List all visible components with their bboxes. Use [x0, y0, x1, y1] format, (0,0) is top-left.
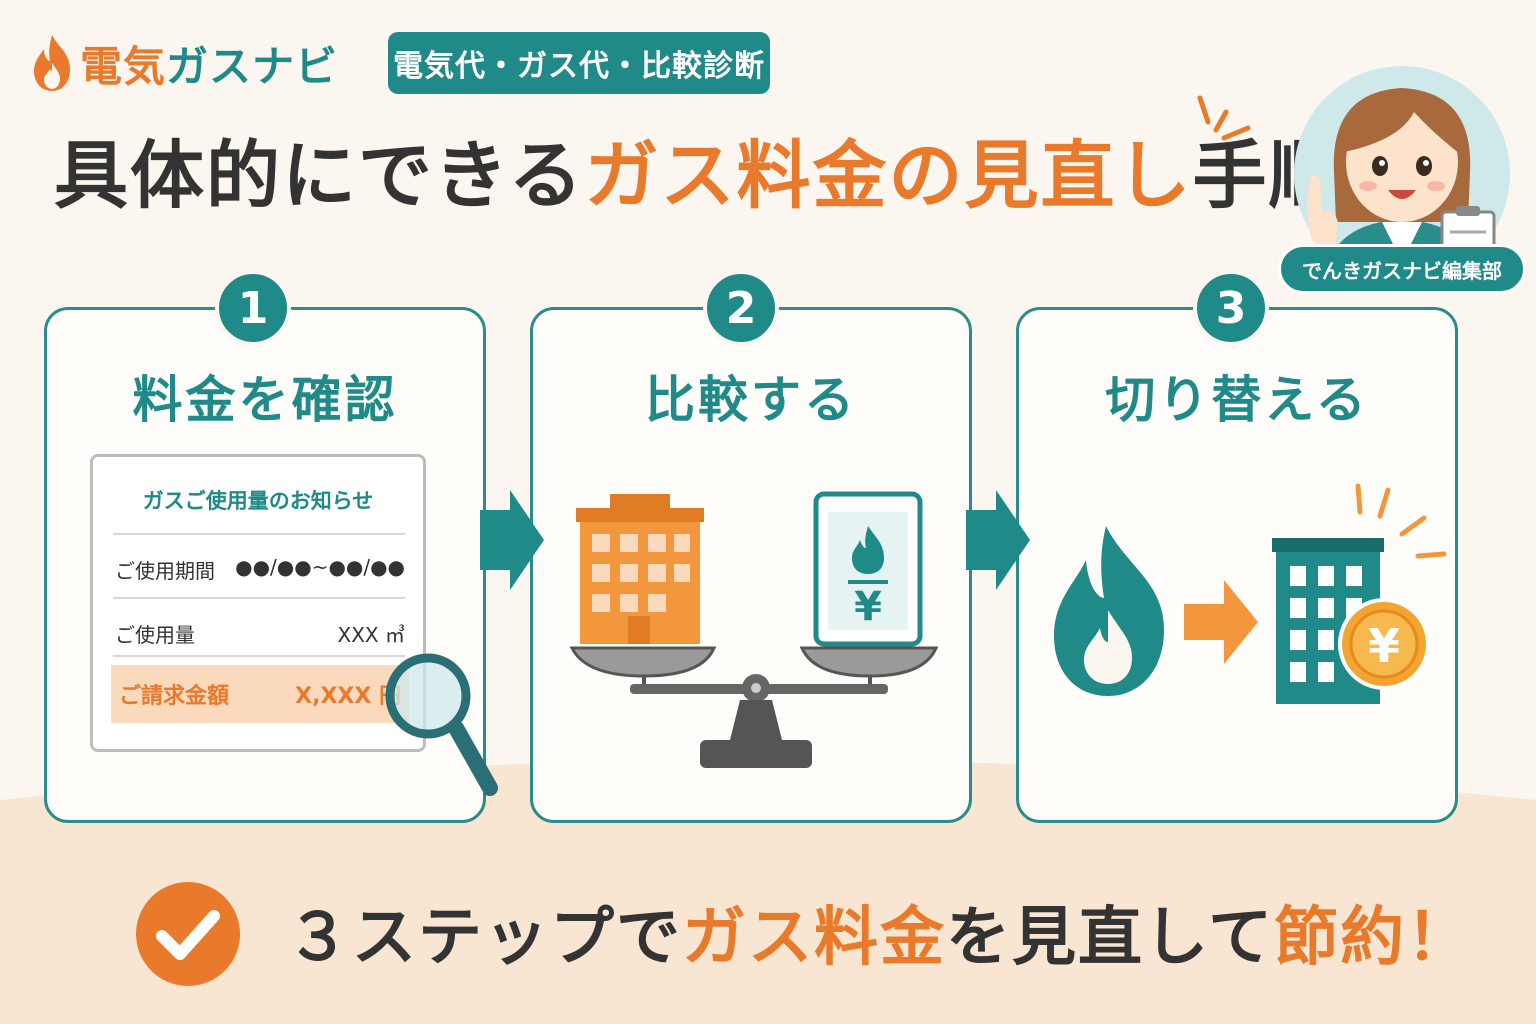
gas-bill-notice: ガスご使用量のお知らせ ご使用期間 ●●/●●~●●/●● ご使用量 XXX ㎥…	[90, 454, 426, 752]
flame-icon	[1054, 526, 1164, 696]
yen-symbol: ¥	[854, 584, 882, 630]
sparkle-lines-icon	[1197, 95, 1251, 141]
comparison-scale-illustration: ¥	[569, 491, 939, 768]
yen-coin-icon: ¥	[1338, 598, 1430, 690]
footer-message: ３ステップでガス料金を見直して節約！	[286, 886, 1472, 978]
step-title-2: 比較する	[645, 371, 857, 429]
bill-divider	[113, 655, 405, 657]
bill-row-value: ●●/●●~●●/●●	[235, 555, 405, 579]
bill-row-usage: ご使用量 XXX ㎥	[115, 619, 405, 648]
arrow-right-icon	[1184, 580, 1258, 664]
bill-title: ガスご使用量のお知らせ	[142, 489, 374, 513]
magnifier-icon	[385, 653, 498, 796]
bill-row-label: ご使用期間	[115, 559, 215, 583]
step-number-1: 1	[215, 270, 291, 346]
next-arrow-icon	[966, 490, 1030, 590]
category-tag: 電気代・ガス代・比較診断	[388, 32, 770, 94]
building-icon	[576, 494, 704, 644]
editor-avatar	[1294, 66, 1510, 282]
bill-row-value: X,XXX 円	[295, 684, 401, 709]
footer-part-accent-2: 節約！	[1274, 901, 1473, 975]
yen-symbol: ¥	[1368, 619, 1400, 673]
logo-text-secondary: ガスナビ	[166, 41, 339, 91]
footer-part-accent-1: ガス料金	[682, 901, 946, 975]
bill-divider	[113, 533, 405, 535]
site-logo[interactable]: 電気ガスナビ	[30, 28, 338, 98]
flame-icon	[34, 35, 70, 91]
checkmark-icon	[136, 882, 240, 986]
bill-row-label: ご使用量	[115, 623, 195, 647]
step-title-3: 切り替える	[1105, 371, 1369, 429]
editor-badge: でんきガスナビ編集部	[1278, 244, 1526, 294]
logo-text-primary: 電気	[80, 41, 167, 91]
switch-provider-illustration: ¥	[1054, 483, 1447, 704]
bill-row-total: ご請求金額 X,XXX 円	[111, 665, 409, 723]
title-part-1: 具体的にできる	[54, 133, 585, 219]
bill-divider	[113, 597, 405, 599]
bottom-wave-background	[0, 760, 1536, 1024]
bill-row-value: XXX ㎥	[337, 623, 405, 647]
step-card-3	[1016, 307, 1458, 823]
step-number-3: 3	[1193, 270, 1269, 346]
title-part-accent: ガス料金の見直し	[584, 133, 1193, 219]
bill-row-label: ご請求金額	[119, 684, 230, 709]
footer-part-2: を見直して	[946, 901, 1275, 975]
bill-row-period: ご使用期間 ●●/●●~●●/●●	[115, 555, 405, 584]
smartphone-icon: ¥	[813, 491, 923, 647]
footer-part-1: ３ステップで	[286, 901, 682, 975]
sparkle-lines-icon	[1355, 483, 1447, 559]
page-title: 具体的にできるガス料金の見直し手順	[54, 133, 1345, 219]
step-number-2: 2	[703, 270, 779, 346]
step-title-1: 料金を確認	[132, 371, 398, 429]
next-arrow-icon	[480, 490, 544, 590]
